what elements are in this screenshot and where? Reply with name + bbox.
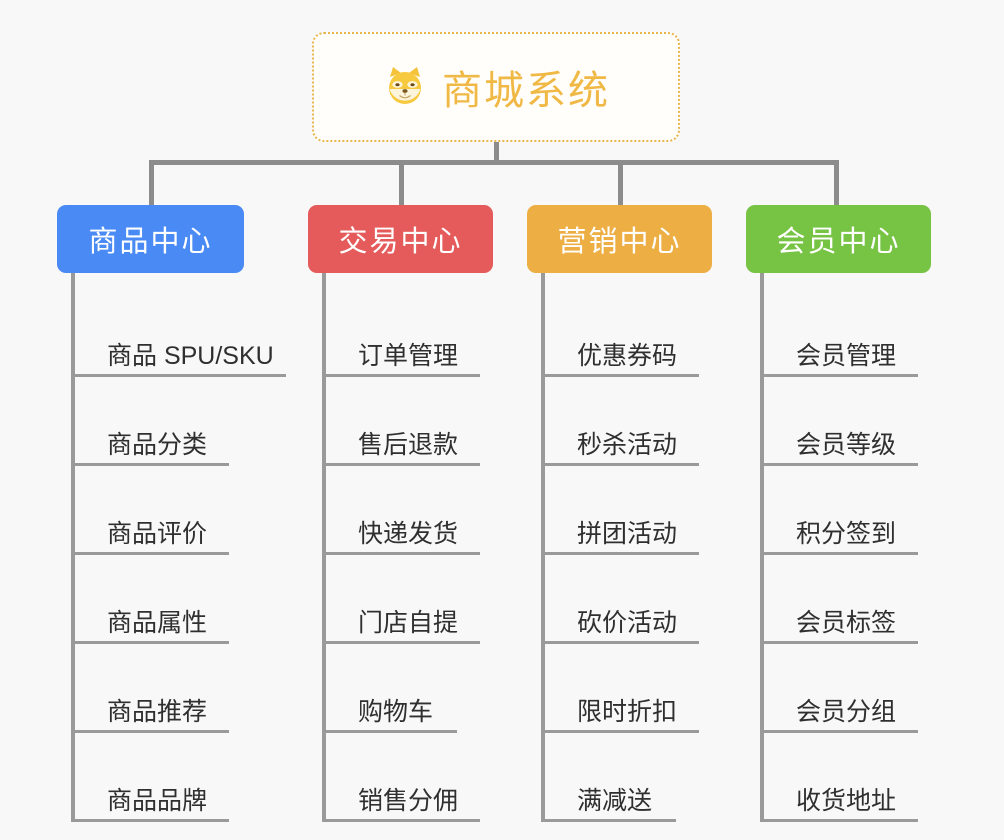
leaf-item[interactable]: 快递发货 <box>322 466 480 555</box>
connector-drop-3 <box>618 160 623 206</box>
leaf-item[interactable]: 会员等级 <box>760 377 918 466</box>
leaf-label: 快递发货 <box>358 519 459 548</box>
leaf-item[interactable]: 商品 SPU/SKU <box>71 288 286 377</box>
connector-drop-4 <box>834 160 839 206</box>
category-box-3[interactable]: 营销中心 <box>527 205 712 273</box>
category-label: 交易中心 <box>338 226 463 258</box>
leaf-label: 会员管理 <box>796 341 897 370</box>
leaf-label: 会员等级 <box>796 430 897 459</box>
leaf-item[interactable]: 积分签到 <box>760 466 918 555</box>
leaf-item[interactable]: 商品推荐 <box>71 644 229 733</box>
leaf-label: 商品推荐 <box>107 697 208 726</box>
leaf-item[interactable]: 会员管理 <box>760 288 918 377</box>
leaf-item[interactable]: 购物车 <box>322 644 457 733</box>
connector-drop-2 <box>399 160 404 206</box>
column-trunk-line <box>760 273 764 822</box>
leaf-item[interactable]: 订单管理 <box>322 288 480 377</box>
leaf-label: 限时折扣 <box>577 697 678 726</box>
leaf-label: 商品 SPU/SKU <box>107 341 274 370</box>
leaf-label: 积分签到 <box>796 519 897 548</box>
leaf-item[interactable]: 收货地址 <box>760 733 918 822</box>
category-box-2[interactable]: 交易中心 <box>308 205 493 273</box>
leaf-item[interactable]: 拼团活动 <box>541 466 699 555</box>
column-trunk-line <box>322 273 326 822</box>
leaf-label: 商品评价 <box>107 519 208 548</box>
leaf-item[interactable]: 商品评价 <box>71 466 229 555</box>
leaf-item[interactable]: 秒杀活动 <box>541 377 699 466</box>
leaf-label: 售后退款 <box>358 430 459 459</box>
connector-root-stem <box>494 142 499 162</box>
connector-drop-1 <box>149 160 154 206</box>
shiba-dog-face-icon <box>382 64 428 110</box>
root-title: 商城系统 <box>442 69 610 113</box>
leaf-label: 秒杀活动 <box>577 430 678 459</box>
leaf-item[interactable]: 限时折扣 <box>541 644 699 733</box>
leaf-label: 拼团活动 <box>577 519 678 548</box>
leaf-label: 会员分组 <box>796 697 897 726</box>
leaf-label: 商品品牌 <box>107 786 208 815</box>
category-label: 会员中心 <box>776 226 901 258</box>
connector-horizontal-bus <box>149 160 839 165</box>
leaf-label: 订单管理 <box>358 341 459 370</box>
leaf-item[interactable]: 门店自提 <box>322 555 480 644</box>
leaf-item[interactable]: 商品品牌 <box>71 733 229 822</box>
leaf-label: 优惠券码 <box>577 341 678 370</box>
root-node-mall-system[interactable]: 商城系统 <box>312 32 680 142</box>
leaf-item[interactable]: 销售分佣 <box>322 733 480 822</box>
category-box-4[interactable]: 会员中心 <box>746 205 931 273</box>
column-trunk-line <box>71 273 75 822</box>
leaf-item[interactable]: 会员标签 <box>760 555 918 644</box>
leaf-label: 购物车 <box>358 697 434 726</box>
category-label: 商品中心 <box>88 226 213 258</box>
leaf-item[interactable]: 商品属性 <box>71 555 229 644</box>
category-label: 营销中心 <box>557 226 682 258</box>
leaf-item[interactable]: 商品分类 <box>71 377 229 466</box>
leaf-label: 会员标签 <box>796 608 897 637</box>
leaf-label: 商品属性 <box>107 608 208 637</box>
leaf-label: 销售分佣 <box>358 786 459 815</box>
leaf-label: 满减送 <box>577 786 653 815</box>
leaf-label: 砍价活动 <box>577 608 678 637</box>
category-box-1[interactable]: 商品中心 <box>57 205 244 273</box>
leaf-item[interactable]: 售后退款 <box>322 377 480 466</box>
leaf-item[interactable]: 会员分组 <box>760 644 918 733</box>
leaf-label: 收货地址 <box>796 786 897 815</box>
leaf-item[interactable]: 满减送 <box>541 733 676 822</box>
column-trunk-line <box>541 273 545 822</box>
leaf-item[interactable]: 砍价活动 <box>541 555 699 644</box>
leaf-label: 商品分类 <box>107 430 208 459</box>
leaf-label: 门店自提 <box>358 608 459 637</box>
leaf-item[interactable]: 优惠券码 <box>541 288 699 377</box>
